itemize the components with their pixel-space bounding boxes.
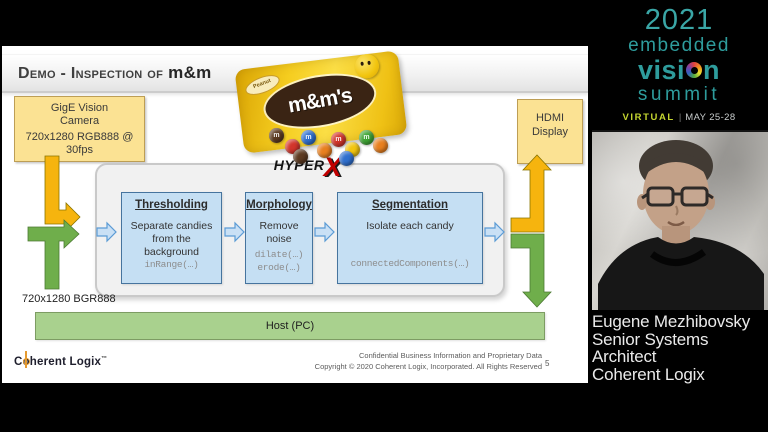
green-arrow-to-host	[510, 233, 552, 308]
stage-segmentation: Segmentation Isolate each candy connecte…	[337, 192, 483, 284]
bgr-format-label: 720x1280 BGR888	[22, 293, 116, 305]
mm-candy-bag-image: Peanut m&m's m m m m	[234, 48, 411, 166]
speaker-mouth	[667, 220, 685, 227]
stage-description: Remove noise	[259, 220, 299, 246]
camera-format-label: 720x1280 RGB888 @ 30fps	[25, 131, 134, 156]
logo-trademark: ™	[101, 356, 108, 362]
stage-code-line1: dilate(…)	[254, 249, 304, 261]
stage-code: dilate(…) erode(…)	[255, 249, 304, 275]
hdmi-box-line1: HDMI	[535, 112, 565, 124]
event-year: 2021	[644, 4, 714, 36]
host-pc-label: Host (PC)	[265, 320, 315, 332]
gige-camera-box: GigE Vision Camera 720x1280 RGB888 @ 30f…	[14, 96, 145, 162]
vision-rainbow-ring-icon	[686, 62, 703, 79]
candy-green: m	[359, 130, 374, 145]
headphones-band	[649, 249, 707, 266]
speaker-illustration	[598, 140, 764, 310]
candy-red: m	[331, 132, 346, 147]
event-tagline: VIRTUAL|MAY 25-28	[590, 112, 768, 123]
slide-title-text: Demo - Inspection of	[18, 65, 164, 82]
stage-title: Segmentation	[371, 199, 449, 211]
coherent-logix-logo: Coherent Logix™	[14, 356, 107, 368]
mm-brand-text: m&m's	[286, 83, 354, 118]
mm-character-icon	[353, 52, 381, 80]
stage-title: Morphology	[246, 199, 312, 211]
speaker-title-line2: Architect	[592, 347, 657, 366]
yellow-arrow-to-hdmi	[510, 154, 552, 233]
stage-code: connectedComponents(…)	[350, 258, 470, 270]
logo-rest: herent Logix	[29, 356, 102, 368]
logo-crosshair-o-icon: o	[22, 356, 30, 368]
stage-code: inRange(…)	[144, 259, 199, 271]
yellow-arrow-camera-to-hyperx	[44, 155, 81, 232]
vision-text-pre: visi	[637, 54, 686, 85]
speaker-glasses	[641, 186, 714, 207]
tagline-divider: |	[678, 111, 682, 123]
hyperx-logo-word: HYPER	[273, 157, 325, 173]
footer-confidential-line: Confidential Business Information and Pr…	[358, 351, 542, 360]
page-number: 5	[545, 359, 550, 368]
hdmi-display-box: HDMI Display	[517, 99, 583, 164]
candy-brown	[293, 149, 308, 164]
speaker-caption: Eugene Mezhibovsky Senior Systems Archit…	[592, 313, 768, 383]
event-virtual-label: VIRTUAL	[622, 111, 675, 123]
stage-description: Separate candies from the background	[130, 220, 213, 259]
slide-footer: Confidential Business Information and Pr…	[315, 351, 542, 373]
host-pc-bar: Host (PC)	[35, 312, 545, 340]
stage-morphology: Morphology Remove noise dilate(…) erode(…	[245, 192, 313, 284]
stage-code-line2: erode(…)	[257, 262, 301, 274]
stage-thresholding: Thresholding Separate candies from the b…	[121, 192, 222, 284]
event-word-summit: summit	[637, 83, 721, 105]
camera-box-line2: Camera	[59, 115, 100, 127]
footer-copyright-line: Copyright © 2020 Coherent Logix, Incorpo…	[314, 361, 542, 371]
event-word-embedded: embedded	[628, 35, 730, 56]
vision-text-post: n	[703, 54, 721, 85]
green-arrow-left	[27, 219, 80, 290]
candy-blue: m	[301, 130, 316, 145]
logo-letter-c: C	[14, 356, 23, 368]
candy-blue	[339, 151, 354, 166]
event-dates: MAY 25-28	[685, 111, 736, 123]
camera-box-line1: GigE Vision	[50, 102, 109, 114]
speaker-shirt	[598, 237, 764, 310]
stage-description: Isolate each candy	[366, 220, 454, 232]
speaker-title-line1: Senior Systems	[592, 329, 709, 349]
candy-brown: m	[269, 128, 284, 143]
slide-title-emphasis: m&m	[168, 63, 212, 82]
hdmi-box-line2: Display	[531, 126, 569, 138]
candy-orange	[317, 143, 332, 158]
hyperx-logo-x: X	[323, 152, 342, 182]
candy-orange	[373, 138, 388, 153]
speaker-webcam-video	[592, 130, 768, 310]
speaker-company-line: Coherent Logix	[592, 364, 705, 384]
speaker-name-line: Eugene Mezhibovsky	[592, 312, 750, 331]
stage-title: Thresholding	[135, 199, 208, 211]
